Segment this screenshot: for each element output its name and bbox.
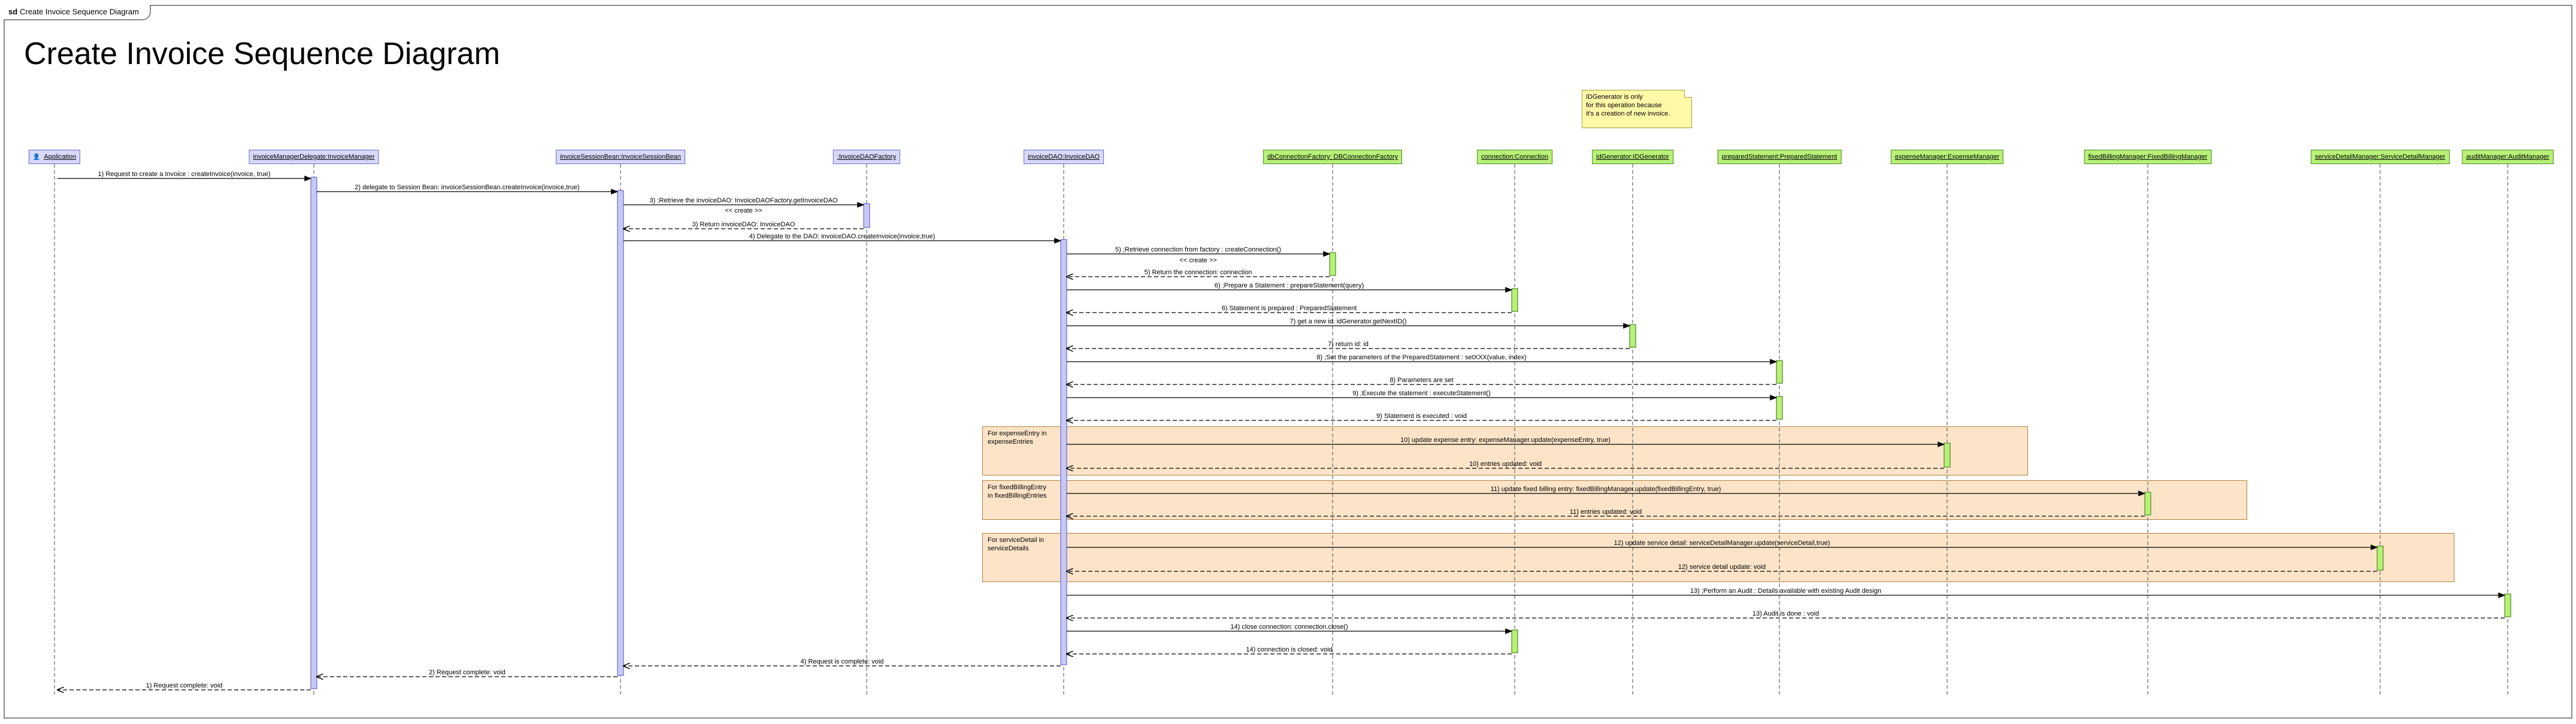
message-label: 14) connection is closed: void	[1246, 646, 1332, 653]
activation-bar	[1776, 360, 1783, 384]
message-label: 3) Return invoiceDAO: InvoiceDAO	[692, 221, 795, 228]
message-label: 9) ;Execute the statement : executeState…	[1352, 390, 1491, 397]
participant-label: dbConnectionFactory: DBConnectionFactory	[1267, 153, 1399, 160]
participant-header[interactable]: auditManager:AuditManager	[2462, 150, 2554, 164]
participant-label: preparedStatement:PreparedStatement	[1721, 153, 1838, 160]
activation-bar	[1776, 396, 1783, 420]
loop-label: For fixedBillingEntry in fixedBillingEnt…	[988, 484, 1047, 499]
activation-bar	[2144, 492, 2151, 516]
message-label: 1) Request to create a Invoice : createI…	[98, 171, 271, 178]
participant-label: auditManager:AuditManager	[2466, 153, 2550, 160]
diagram-title: Create Invoice Sequence Diagram	[24, 37, 500, 71]
actor-icon: 👤	[32, 154, 41, 160]
message-label: 7) return id: id	[1328, 341, 1369, 348]
activation-bar	[1511, 288, 1518, 312]
loop-label: For expenseEntry in expenseEntries	[988, 430, 1047, 446]
message-label: 10) update expense entry: expenseManager…	[1400, 437, 1611, 444]
participant-header[interactable]: invoiceManagerDelegate:InvoiceManager	[249, 150, 379, 164]
participant-header[interactable]: fixedBillingManager:FixedBillingManager	[2084, 150, 2212, 164]
frame-tab-prefix: sd	[8, 7, 18, 16]
participant-header[interactable]: preparedStatement:PreparedStatement	[1717, 150, 1842, 164]
message-label: 11) update fixed billing entry: fixedBil…	[1491, 486, 1721, 493]
message-label: << create >>	[1179, 257, 1216, 264]
message-label: 3) ;Retrieve the invoiceDAO: InvoiceDAOF…	[649, 197, 837, 204]
message-label: 12) service detail update: void	[1678, 564, 1766, 571]
participant-header[interactable]: idGenerator:IDGenerator	[1592, 150, 1673, 164]
message-label: 5) ;Retrieve connection from factory : c…	[1115, 246, 1281, 253]
participant-header[interactable]: serviceDetailManager:ServiceDetailManage…	[2311, 150, 2450, 164]
message-label: 9) Statement is executed : void	[1376, 413, 1467, 420]
participant-label: idGenerator:IDGenerator	[1596, 153, 1669, 160]
message-label: 4) Delegate to the DAO: invoiceDAO.creat…	[749, 233, 936, 240]
message-label: 14) close connection: connection.close()	[1230, 623, 1348, 631]
diagram-frame	[4, 5, 2572, 719]
participant-label: invoiceDAO:InvoiceDAO	[1028, 153, 1100, 160]
message-label: 8) ;Set the parameters of the PreparedSt…	[1316, 354, 1526, 361]
message-label: 12) update service detail: serviceDetail…	[1614, 540, 1830, 547]
message-label: 2) delegate to Session Bean: invoiceSess…	[355, 184, 579, 191]
participant-header[interactable]: 👤Application	[28, 150, 81, 164]
note-idgenerator: IDGenerator is only for this operation b…	[1582, 90, 1692, 128]
participant-header[interactable]: connection:Connection	[1477, 150, 1552, 164]
activation-bar	[1511, 629, 1518, 653]
message-label: 1) Request complete: void	[146, 682, 223, 689]
message-label: 13) Audit is done : void	[1752, 610, 1819, 617]
activation-bar	[1060, 239, 1067, 665]
activation-bar	[1944, 443, 1951, 468]
participant-label: :InvoiceDAOFactory	[837, 153, 897, 160]
participant-header[interactable]: dbConnectionFactory: DBConnectionFactory	[1263, 150, 1403, 164]
message-label: 2) Request complete: void	[429, 669, 505, 676]
message-label: 6) Statement is prepared : PreparedState…	[1222, 305, 1357, 312]
loop-fragment: For expenseEntry in expenseEntries	[982, 426, 2028, 475]
message-label: 11) entries updated: void	[1570, 508, 1642, 516]
message-label: 7) get a new id: idGenerator.getNextID()	[1289, 318, 1406, 325]
participant-header[interactable]: expenseManager:ExpenseManager	[1890, 150, 2004, 164]
message-label: 8) Parameters are set	[1390, 377, 1453, 384]
activation-bar	[617, 190, 624, 676]
frame-tab-label: Create Invoice Sequence Diagram	[20, 7, 139, 16]
message-label: 10) entries updated: void	[1469, 461, 1542, 468]
participant-header[interactable]: invoiceSessionBean:InvoiceSessionBean	[556, 150, 685, 164]
activation-bar	[310, 177, 317, 689]
participant-label: connection:Connection	[1481, 153, 1548, 160]
activation-bar	[863, 203, 870, 228]
activation-bar	[2504, 593, 2511, 617]
loop-label: For serviceDetail in serviceDetails	[988, 537, 1045, 552]
participant-label: serviceDetailManager:ServiceDetailManage…	[2315, 153, 2445, 160]
participant-label: expenseManager:ExpenseManager	[1894, 153, 2000, 160]
message-label: 5) Return the connection: connection	[1145, 269, 1252, 276]
message-label: 13) ;Perform an Audit : Details availabl…	[1690, 587, 1881, 595]
message-label: 6) ;Prepare a Statement : prepareStateme…	[1215, 282, 1364, 289]
participant-label: invoiceManagerDelegate:InvoiceManager	[253, 153, 375, 160]
loop-fragment: For serviceDetail in serviceDetails	[982, 533, 2454, 582]
activation-bar	[2377, 546, 2384, 571]
loop-fragment: For fixedBillingEntry in fixedBillingEnt…	[982, 480, 2247, 520]
activation-bar	[1329, 252, 1336, 276]
participant-header[interactable]: invoiceDAO:InvoiceDAO	[1024, 150, 1104, 164]
participant-label: invoiceSessionBean:InvoiceSessionBean	[560, 153, 681, 160]
message-label: 4) Request is complete: void	[801, 658, 884, 665]
participant-header[interactable]: :InvoiceDAOFactory	[833, 150, 901, 164]
participant-label: fixedBillingManager:FixedBillingManager	[2088, 153, 2208, 160]
participant-label: Application	[44, 153, 77, 160]
message-label: << create >>	[725, 207, 762, 214]
activation-bar	[1629, 324, 1636, 348]
